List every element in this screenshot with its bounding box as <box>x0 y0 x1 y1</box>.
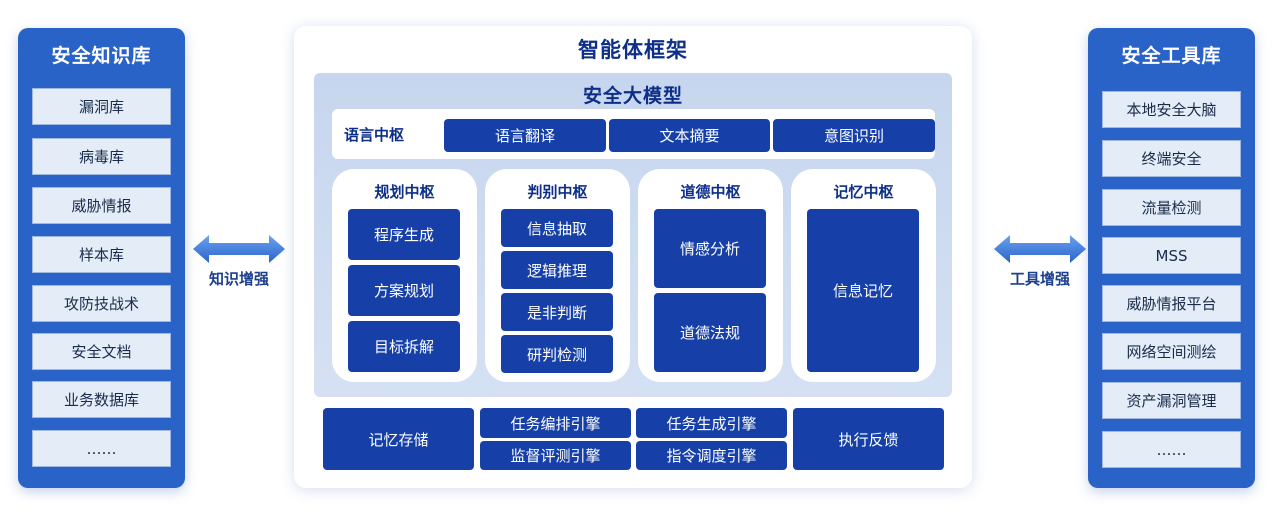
knowledge-base-title: 安全知识库 <box>51 45 152 67</box>
knowledge-item-tactics[interactable]: 攻防技战术 <box>32 285 171 322</box>
tool-library-panel: 安全工具库 本地安全大脑 终端安全 流量检测 MSS 威胁情报平台 网络空间测绘… <box>1088 28 1255 488</box>
planning-hub-title: 规划中枢 <box>374 183 435 201</box>
judgment-hub-title: 判别中枢 <box>527 183 588 201</box>
planning-hub: 规划中枢 程序生成 方案规划 目标拆解 <box>332 169 477 382</box>
agent-framework-title: 智能体框架 <box>578 38 688 62</box>
command-scheduling-engine-button[interactable]: 指令调度引擎 <box>636 441 787 470</box>
program-generation-button[interactable]: 程序生成 <box>348 209 460 260</box>
memory-hub: 记忆中枢 信息记忆 <box>791 169 936 382</box>
knowledge-item-business-db[interactable]: 业务数据库 <box>32 381 171 418</box>
language-hub-label: 语言中枢 <box>344 126 405 144</box>
info-memory-button[interactable]: 信息记忆 <box>807 209 919 372</box>
security-llm-box: 安全大模型 语言中枢 语言翻译 文本摘要 意图识别 规划中枢 程序生成 方案规划… <box>314 73 952 397</box>
ethics-law-button[interactable]: 道德法规 <box>654 293 766 372</box>
knowledge-item-vulnerability[interactable]: 漏洞库 <box>32 88 171 125</box>
knowledge-item-security-docs[interactable]: 安全文档 <box>32 333 171 370</box>
knowledge-item-more[interactable]: …… <box>32 430 171 467</box>
tool-enhance-connector: 工具增强 <box>994 234 1086 294</box>
translation-button[interactable]: 语言翻译 <box>444 119 606 152</box>
tool-item-asset-vuln[interactable]: 资产漏洞管理 <box>1102 382 1241 419</box>
double-arrow-icon <box>193 235 285 263</box>
true-false-judgment-button[interactable]: 是非判断 <box>501 293 613 331</box>
intent-recognition-button[interactable]: 意图识别 <box>773 119 935 152</box>
agent-framework-card: 智能体框架 安全大模型 语言中枢 语言翻译 文本摘要 意图识别 规划中枢 程序生… <box>294 26 972 488</box>
knowledge-item-samples[interactable]: 样本库 <box>32 236 171 273</box>
judgment-hub: 判别中枢 信息抽取 逻辑推理 是非判断 研判检测 <box>485 169 630 382</box>
task-orchestration-engine-button[interactable]: 任务编排引擎 <box>480 408 631 438</box>
ethics-hub: 道德中枢 情感分析 道德法规 <box>638 169 783 382</box>
tool-library-title: 安全工具库 <box>1121 45 1222 67</box>
goal-decomposition-button[interactable]: 目标拆解 <box>348 321 460 372</box>
knowledge-enhance-label: 知识增强 <box>208 270 269 288</box>
info-extraction-button[interactable]: 信息抽取 <box>501 209 613 247</box>
knowledge-base-panel: 安全知识库 漏洞库 病毒库 威胁情报 样本库 攻防技战术 安全文档 业务数据库 … <box>18 28 185 488</box>
logical-reasoning-button[interactable]: 逻辑推理 <box>501 251 613 289</box>
memory-storage-button[interactable]: 记忆存储 <box>323 408 474 470</box>
tool-enhance-label: 工具增强 <box>1009 270 1070 288</box>
memory-hub-title: 记忆中枢 <box>833 183 894 201</box>
tool-item-local-brain[interactable]: 本地安全大脑 <box>1102 91 1241 128</box>
double-arrow-icon <box>994 235 1086 263</box>
execution-feedback-button[interactable]: 执行反馈 <box>793 408 944 470</box>
security-llm-title: 安全大模型 <box>582 85 683 107</box>
tool-item-cyberspace-mapping[interactable]: 网络空间测绘 <box>1102 333 1241 370</box>
language-hub: 语言中枢 语言翻译 文本摘要 意图识别 <box>332 109 935 159</box>
tool-item-threat-platform[interactable]: 威胁情报平台 <box>1102 285 1241 322</box>
knowledge-item-virus[interactable]: 病毒库 <box>32 138 171 175</box>
plan-design-button[interactable]: 方案规划 <box>348 265 460 316</box>
tool-item-mss[interactable]: MSS <box>1102 237 1241 274</box>
tool-item-traffic[interactable]: 流量检测 <box>1102 189 1241 226</box>
tool-item-endpoint[interactable]: 终端安全 <box>1102 140 1241 177</box>
supervision-evaluation-engine-button[interactable]: 监督评测引擎 <box>480 441 631 470</box>
knowledge-item-threat-intel[interactable]: 威胁情报 <box>32 187 171 224</box>
sentiment-analysis-button[interactable]: 情感分析 <box>654 209 766 288</box>
task-generation-engine-button[interactable]: 任务生成引擎 <box>636 408 787 438</box>
ethics-hub-title: 道德中枢 <box>680 183 741 201</box>
knowledge-enhance-connector: 知识增强 <box>193 234 285 294</box>
analysis-detection-button[interactable]: 研判检测 <box>501 335 613 373</box>
tool-item-more[interactable]: …… <box>1102 431 1241 468</box>
summarization-button[interactable]: 文本摘要 <box>609 119 770 152</box>
